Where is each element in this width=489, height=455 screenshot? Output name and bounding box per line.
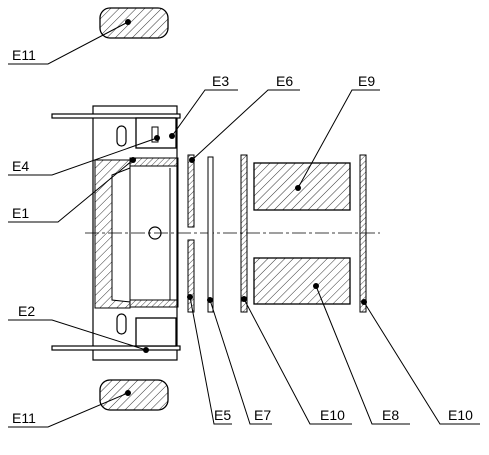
e1-strip bbox=[129, 157, 179, 167]
label-e3: E3 bbox=[212, 73, 229, 89]
label-e5: E5 bbox=[214, 407, 231, 423]
label-e7: E7 bbox=[254, 407, 271, 423]
label-e6: E6 bbox=[276, 73, 293, 89]
e10-left-plate bbox=[240, 154, 248, 313]
label-e2: E2 bbox=[18, 303, 35, 319]
e8-block bbox=[253, 257, 351, 305]
leader-dots bbox=[125, 19, 367, 396]
e2-box bbox=[135, 317, 177, 347]
label-e11-top: E11 bbox=[12, 47, 36, 63]
leader-lines bbox=[8, 21, 480, 428]
label-e11-bottom: E11 bbox=[12, 410, 36, 426]
e11-top-block bbox=[99, 7, 169, 39]
label-e8: E8 bbox=[382, 407, 399, 423]
label-e1: E1 bbox=[12, 205, 29, 221]
label-e9: E9 bbox=[358, 73, 375, 89]
e2-strip-inner bbox=[129, 299, 179, 308]
e3-connector bbox=[151, 126, 159, 143]
e5-plate-top bbox=[187, 154, 195, 228]
housing-hatched-wall bbox=[94, 159, 131, 309]
e5-plate-bottom bbox=[187, 239, 195, 313]
e10-right-plate bbox=[359, 154, 367, 313]
e11-bottom-block bbox=[99, 379, 169, 411]
label-e10-right: E10 bbox=[448, 407, 473, 423]
e9-block bbox=[253, 162, 351, 211]
e7-plate bbox=[207, 156, 214, 313]
label-e10-left: E10 bbox=[320, 407, 345, 423]
label-e4: E4 bbox=[12, 158, 29, 174]
